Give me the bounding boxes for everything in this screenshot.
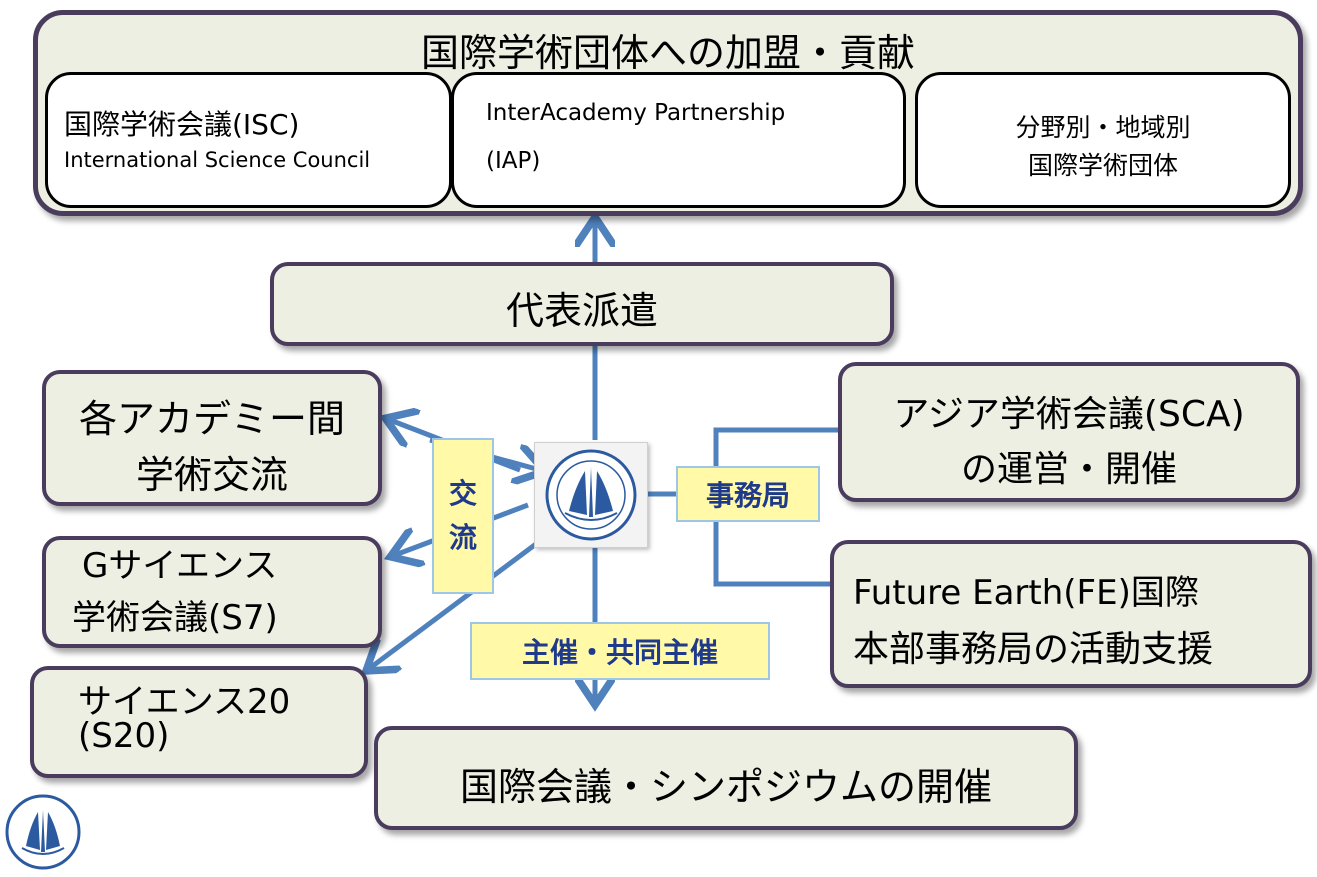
- isc-label: 国際学術会議(ISC): [64, 108, 300, 141]
- academies-label: 各アカデミー間: [78, 397, 345, 441]
- future-earth-box: [830, 540, 1312, 688]
- isc-english-label: International Science Council: [64, 148, 371, 172]
- scj-small-logo: [2, 792, 84, 872]
- sca-box: [838, 362, 1300, 502]
- iap-label: InterAcademy Partnership: [486, 100, 786, 126]
- isc-box: [45, 72, 452, 208]
- scj-logo: [534, 442, 648, 548]
- scj-emblem-icon: [545, 449, 637, 541]
- exchange-tag-char2: 流: [448, 521, 477, 554]
- delegation-box: [270, 262, 894, 346]
- gscience-label2: 学術会議(S7): [72, 598, 278, 638]
- field-org-label2: 国際学術団体: [1027, 151, 1178, 180]
- s20-box: [30, 666, 368, 778]
- s20-label2: (S20): [78, 716, 170, 756]
- symposium-box: [374, 726, 1078, 830]
- delegation-label: 代表派遣: [505, 289, 658, 333]
- arrow-to-s20: [370, 532, 550, 668]
- scj-small-emblem-icon: [5, 794, 81, 870]
- exchange-tag-char1: 交: [448, 477, 477, 510]
- field-org-label: 分野別・地域別: [1015, 113, 1191, 142]
- symposium-label: 国際会議・シンポジウムの開催: [459, 765, 992, 809]
- iap-box: [451, 72, 906, 208]
- sca-label2: の運営・開催: [960, 449, 1177, 490]
- s20-label: サイエンス20: [78, 682, 291, 722]
- secretariat-tag: 事務局: [676, 466, 820, 522]
- iap-abbrev: (IAP): [486, 148, 541, 174]
- academies-label2: 学術交流: [135, 453, 288, 497]
- host-tag: 主催・共同主催: [470, 622, 770, 680]
- field-org-box: [915, 72, 1291, 208]
- exchange-tag: 交 流: [432, 438, 494, 594]
- top-title: 国際学術団体への加盟・貢献: [420, 31, 915, 75]
- future-earth-label: Future Earth(FE)国際: [853, 573, 1199, 613]
- gscience-box: [42, 536, 382, 648]
- academies-box: [42, 370, 382, 506]
- future-earth-label2: 本部事務局の活動支援: [853, 629, 1214, 670]
- gscience-label: Gサイエンス: [82, 546, 278, 586]
- sca-label: アジア学術会議(SCA): [893, 394, 1245, 435]
